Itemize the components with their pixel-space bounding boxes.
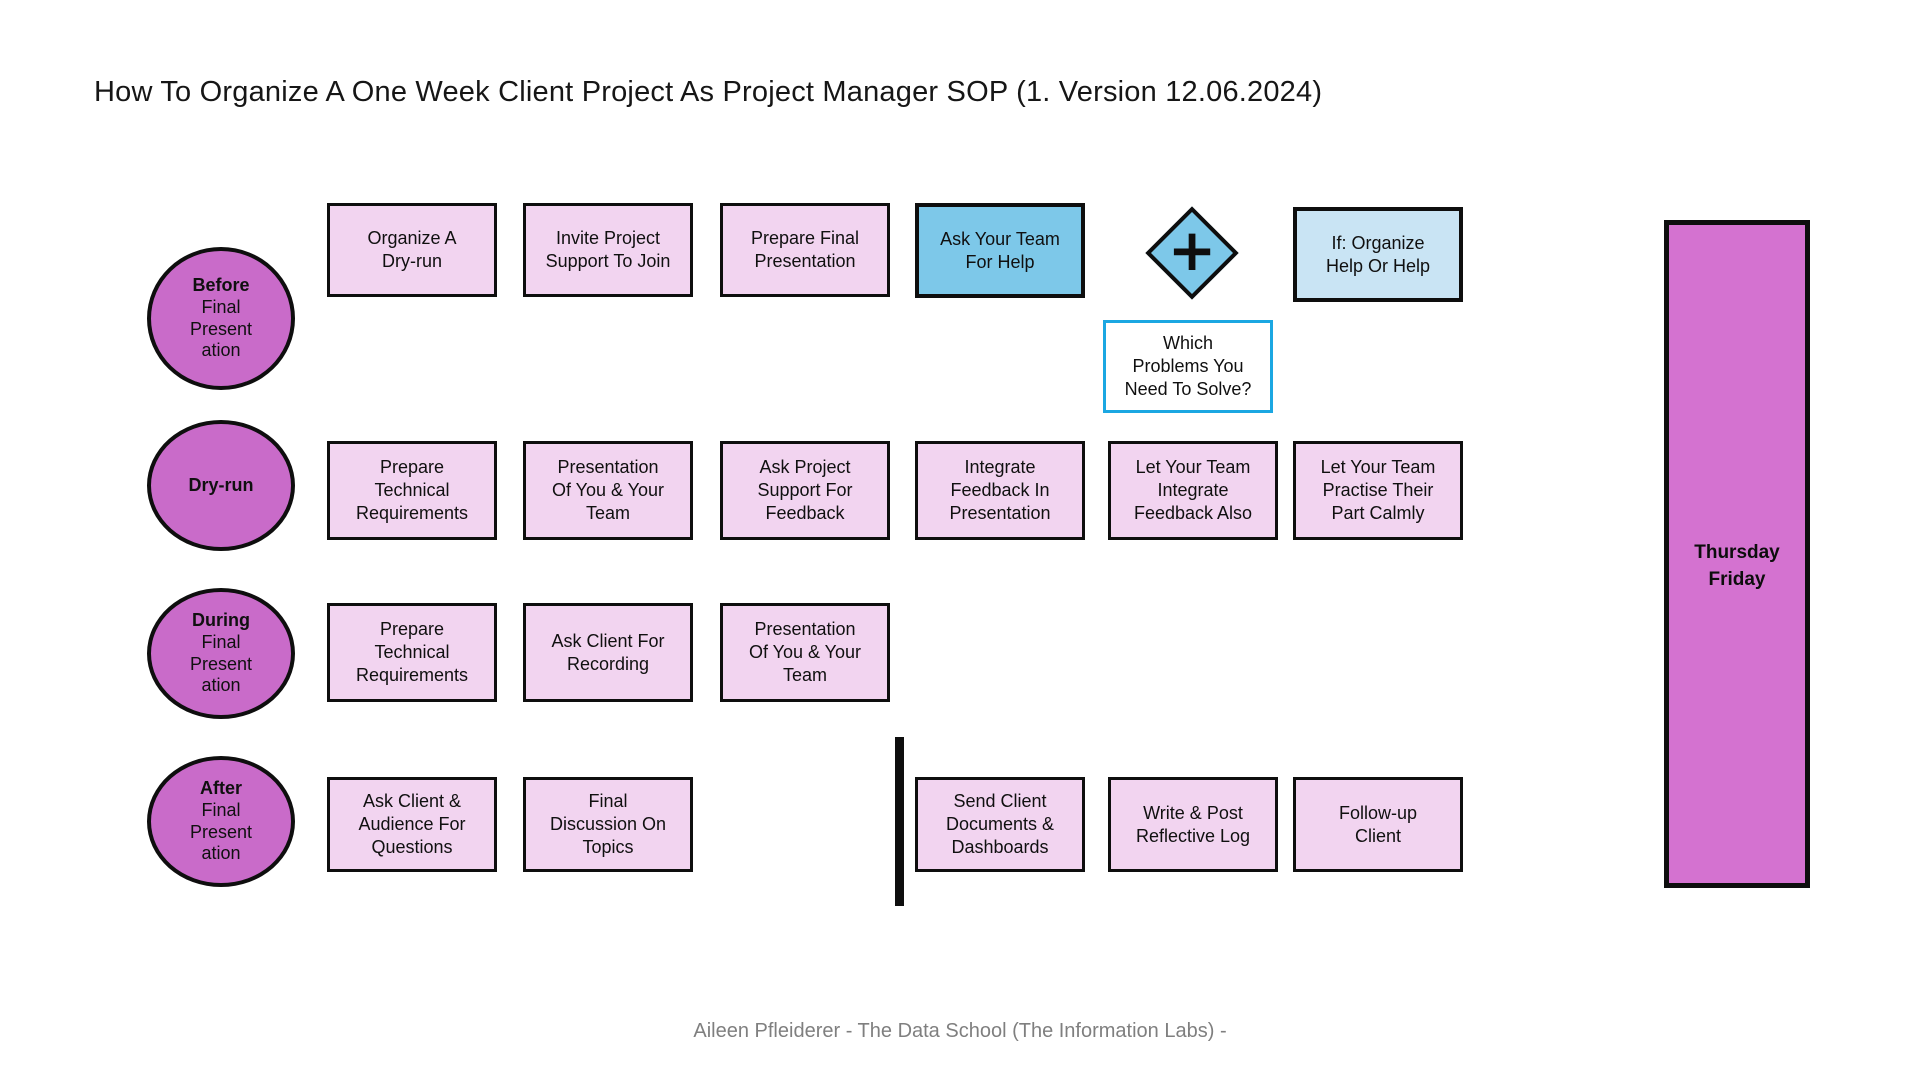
- box-team-integrate-feedback: Let Your Team Integrate Feedback Also: [1108, 441, 1278, 540]
- box-prepare-final-presentation: Prepare Final Presentation: [720, 203, 890, 297]
- lane-sublabel-during: Final Present ation: [189, 631, 253, 696]
- footer-credit: Aileen Pfleiderer - The Data School (The…: [693, 1020, 1227, 1042]
- day-banner-label: Thursday Friday: [1694, 542, 1780, 590]
- page-title: How To Organize A One Week Client Projec…: [94, 76, 1323, 108]
- box-prepare-technical-requirements-during: Prepare Technical Requirements: [327, 603, 497, 702]
- lane-label-during: During: [192, 609, 250, 630]
- post-phase-divider-bar: [895, 737, 904, 906]
- box-invite-project-support: Invite Project Support To Join: [523, 203, 693, 297]
- lane-circle-during: During Final Present ation: [147, 588, 295, 719]
- note-which-problems: Which Problems You Need To Solve?: [1103, 320, 1273, 413]
- box-ask-team-for-help: Ask Your Team For Help: [915, 203, 1085, 298]
- plus-icon: +: [1167, 216, 1217, 284]
- box-ask-client-audience-questions: Ask Client & Audience For Questions: [327, 777, 497, 872]
- box-if-organize-help: If: Organize Help Or Help: [1293, 207, 1463, 302]
- lane-circle-before: Before Final Present ation: [147, 247, 295, 390]
- day-banner: Thursday Friday: [1664, 220, 1810, 888]
- lane-sublabel-after: Final Present ation: [189, 799, 253, 864]
- box-integrate-feedback-presentation: Integrate Feedback In Presentation: [915, 441, 1085, 540]
- box-send-client-documents-dashboards: Send Client Documents & Dashboards: [915, 777, 1085, 872]
- lane-label-before: Before: [192, 274, 250, 295]
- box-final-discussion-topics: Final Discussion On Topics: [523, 777, 693, 872]
- lane-circle-after: After Final Present ation: [147, 756, 295, 887]
- box-presentation-of-you-dryrun: Presentation Of You & Your Team: [523, 441, 693, 540]
- box-follow-up-client: Follow-up Client: [1293, 777, 1463, 872]
- box-ask-project-support-feedback: Ask Project Support For Feedback: [720, 441, 890, 540]
- box-ask-client-recording: Ask Client For Recording: [523, 603, 693, 702]
- lane-circle-dryrun: Dry-run: [147, 420, 295, 551]
- lane-label-after: After: [199, 777, 242, 798]
- box-team-practise-calmly: Let Your Team Practise Their Part Calmly: [1293, 441, 1463, 540]
- box-presentation-of-you-during: Presentation Of You & Your Team: [720, 603, 890, 702]
- box-organize-dry-run: Organize A Dry-run: [327, 203, 497, 297]
- box-prepare-technical-requirements-dryrun: Prepare Technical Requirements: [327, 441, 497, 540]
- box-write-post-reflective-log: Write & Post Reflective Log: [1108, 777, 1278, 872]
- lane-sublabel-before: Final Present ation: [189, 296, 253, 361]
- decision-diamond: +: [1145, 206, 1239, 300]
- lane-label-dryrun: Dry-run: [188, 474, 254, 495]
